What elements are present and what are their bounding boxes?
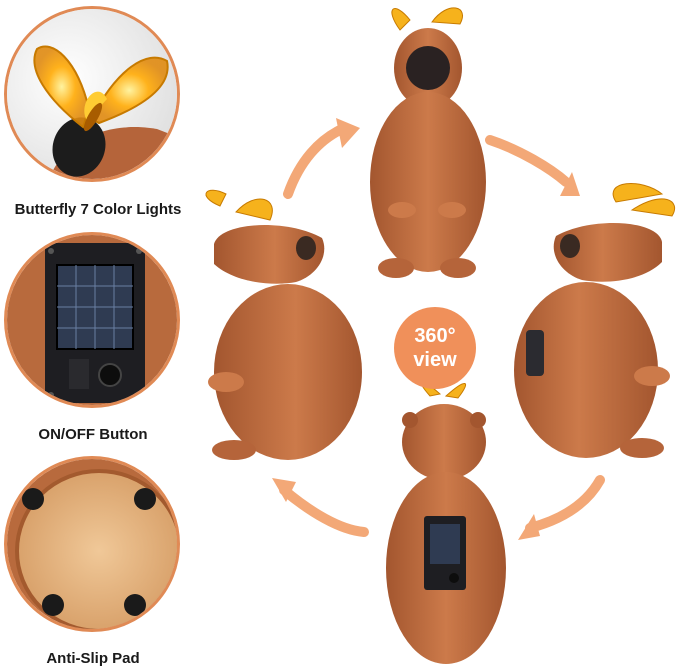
solar-panel-closeup-circle: [4, 232, 180, 408]
arrow-bottom-right-icon: [525, 475, 605, 533]
capybara-back-view: [386, 381, 506, 664]
badge-view: view: [413, 349, 457, 371]
feature-label-button: ON/OFF Button: [38, 426, 148, 443]
capybara-front-view: [370, 7, 486, 278]
feature-label-lights: Butterfly 7 Color Lights: [14, 201, 182, 218]
arrow-top-right-icon: [485, 135, 571, 187]
arrow-top-left-icon: [283, 125, 345, 199]
capybara-left-view: [205, 189, 362, 460]
anti-slip-closeup-circle: [4, 456, 180, 632]
arrow-bottom-left-icon: [279, 485, 369, 537]
anti-slip-pad-icon: [7, 459, 177, 629]
solar-panel-icon: [7, 235, 177, 405]
360-view-badge: 360° view: [394, 307, 476, 389]
feature-label-pad: Anti-Slip Pad: [46, 650, 140, 667]
badge-degrees: 360°: [414, 325, 456, 347]
capybara-right-view: [514, 183, 675, 458]
